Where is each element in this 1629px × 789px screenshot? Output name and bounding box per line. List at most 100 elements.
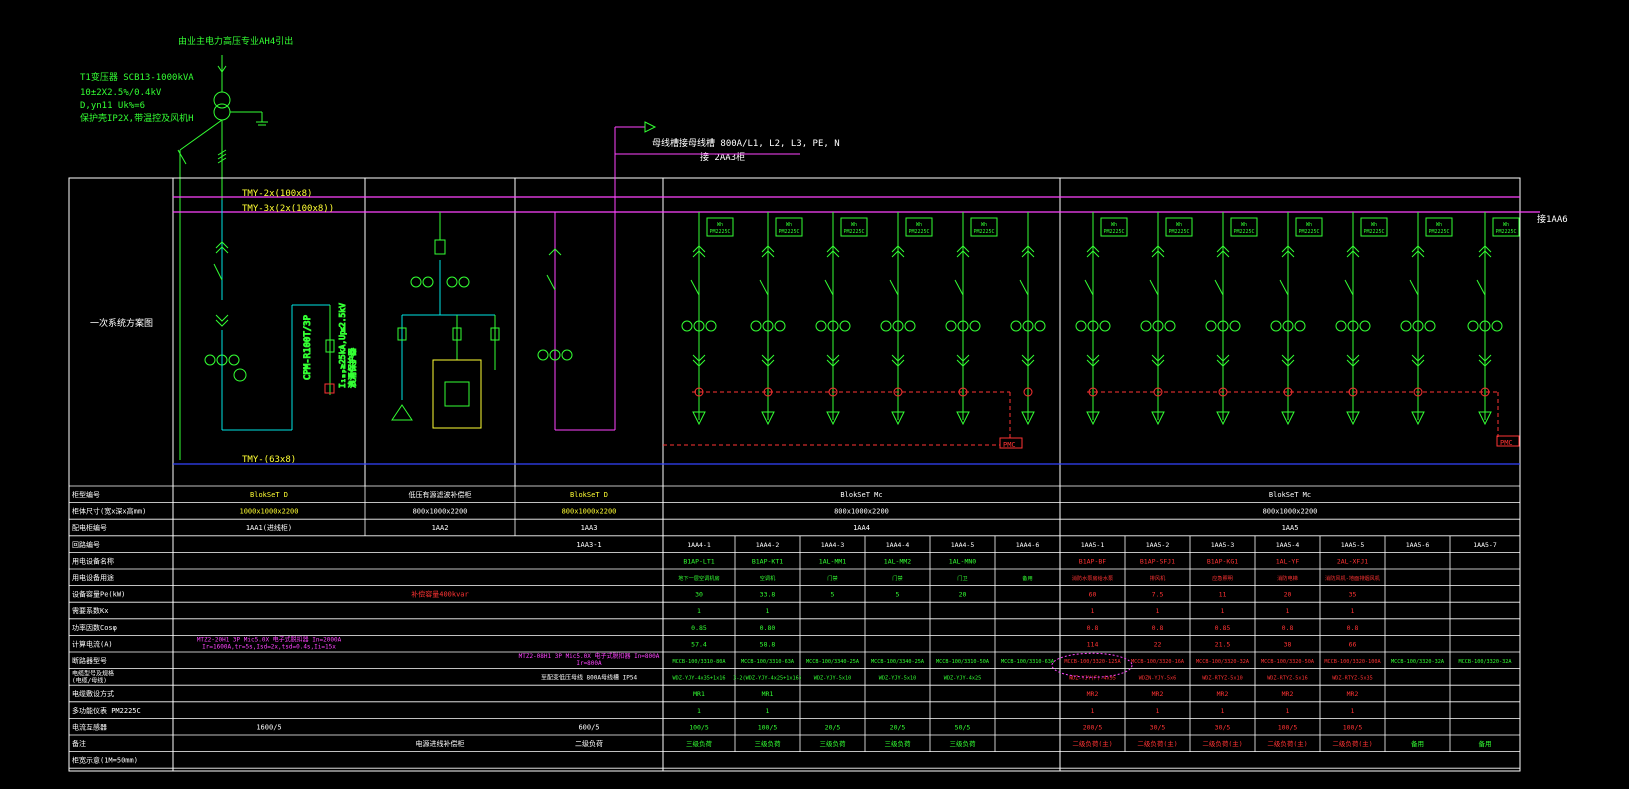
cell-ie: 114 [1087,640,1099,648]
cell-ct: 20/5 [890,723,906,731]
cell-remark: 二级负荷(主) [1332,739,1372,748]
row-label: 电流互感器 [72,722,107,731]
cabinet-number: 1AA3 [581,524,598,532]
cell-ct: 100/5 [689,723,709,731]
meter-box [1230,217,1258,237]
cell-kx: 1 [1221,607,1225,615]
note-enclosure: 保护壳IP2X,带温控及风机H [80,112,194,124]
feeder-1AA4-6 [1010,212,1046,426]
transformer [177,55,268,460]
cell-lay: MR1 [693,690,705,698]
meter-box [1295,217,1323,237]
meter-model: PM2225C [1298,229,1319,235]
meter-model: PM2225C [1233,229,1254,235]
meter-box [1360,217,1388,237]
cell-cable: WDZ-YJY-4x25 [944,676,981,682]
cell-remark: 三级负荷 [820,739,847,748]
note-feeder: 母线槽接母线槽 800A/L1, L2, L3, PE, N [652,137,840,149]
cell-pe: 30 [695,591,703,599]
meter-box [970,217,998,237]
meter-box [1425,217,1453,237]
cell-kx: 1 [766,607,770,615]
feeder-circuits: WhPM2225CWhPM2225CWhPM2225CWhPM2225CWhPM… [681,212,1520,426]
cell-pe: 20 [959,591,967,599]
aa3-loop: 1AA3-1 [576,541,601,549]
aa3-breaker: MTZ2-08H1 3P Mic5.0X 电子式脱扣器 In=800A [519,652,660,660]
cabinet-number: 1AA2 [432,524,449,532]
row-label: 电缆型号及规格 [72,670,114,678]
row-label: 需要系数Kx [72,606,108,615]
ctrl-box-1: PMC [1003,441,1016,449]
cell-remark: 三级负荷 [755,739,782,748]
cabinet-number: 1AA5 [1282,524,1299,532]
meter-box [1100,217,1128,237]
row-label: 配电柜编号 [72,523,107,532]
cell-cable: WDZ-YJY-5x10 [814,676,851,682]
meter-label: Wh [717,222,723,228]
cell-ie: 66 [1349,640,1357,648]
spd-label-2: ≤2.5kV [338,303,347,332]
cell-loop: 1AA5-2 [1146,541,1170,549]
meter-label: Wh [786,222,792,228]
bus-tie-cabinet [537,121,800,431]
bus-label-pe: TMY-(63x8) [242,455,296,465]
aa3-ct: 600/5 [578,723,599,731]
meter-model: PM2225C [1363,229,1384,235]
cell-loop: 1AA5-6 [1406,541,1430,549]
meter-box [905,217,933,237]
cell-lay: MR2 [1347,690,1359,698]
cell-pm: 1 [1091,707,1095,715]
meter-box [1165,217,1193,237]
aa3-breaker-setting: Ir=800A [576,660,602,667]
note-connection: D,yn11 Uk%=6 [80,101,145,111]
cell-loop: 1AA4-5 [951,541,975,549]
note-transformer: T1变压器 SCB13-1000kVA [80,71,194,83]
cell-pm: 1 [1351,707,1355,715]
cpm-label: CPM-R100T/3P [303,314,313,380]
row-label: 设备容量Pe(kW) [72,590,125,599]
cell-breaker: MCCB-100/3320-16A [1131,659,1185,665]
cell-load: B1AP-KT1 [752,557,783,565]
cell-loop: 1AA5-1 [1081,541,1105,549]
row-label-diagram: 一次系统方案图 [90,317,153,329]
cell-ct: 30/5 [1215,723,1231,731]
note-source: 由业主电力高压专业AH4引出 [178,35,293,47]
cell-ie: 22 [1154,640,1162,648]
meter-label: Wh [1371,222,1377,228]
cell-load: 1AL-MM2 [884,557,911,565]
cell-loop: 1AA4-4 [886,541,910,549]
cell-use: 备用 [1022,574,1032,582]
cell-cable: WDZ-YJY(F)-4x95 [1069,676,1116,682]
meter-model: PM2225C [1168,229,1189,235]
cell-load: 1AL-MN0 [949,557,976,565]
cell-use: 消防水泵房给水泵 [1072,574,1114,582]
filter-cabinet [391,212,500,429]
meter-model: PM2225C [1103,229,1124,235]
meter-label: Wh [1306,222,1312,228]
cell-ct: 20/5 [825,723,841,731]
aa1-breaker: MTZ2-20H1 3P Mic5.0X 电子式脱扣器 In=2000A [197,635,342,643]
cell-kx: 1 [1156,607,1160,615]
aa2-remark: 电源进线补偿柜 [416,739,465,748]
cell-pm: 1 [1286,707,1290,715]
cell-breaker: MCCB-100/3320-125A [1064,659,1121,665]
meter-label: Wh [1176,222,1182,228]
aa1-breaker-setting: Ir=1600A,tr=5s,Isd=2x,tsd=0.4s,Ii=15x [202,643,336,650]
meter-model: PM2225C [973,229,994,235]
schedule-table: 柜型编号柜体尺寸(宽x深x高mm)配电柜编号回路编号用电设备名称用电设备用途设备… [69,485,1520,769]
row-label: 断路器型号 [72,656,107,665]
cell-breaker: MCCB-100/3320-100A [1324,659,1381,665]
row-label: 用电设备用途 [72,573,114,582]
row-label: (电缆/母线) [72,677,107,685]
cell-use: 消防电梯 [1277,574,1298,582]
ctrl-box-2: PMC [1500,439,1513,447]
cell-breaker: MCCB-100/3340-25A [871,659,925,665]
cell-load: B1AP-KG1 [1207,557,1238,565]
cell-use: 地下一层空调机房 [678,574,720,582]
